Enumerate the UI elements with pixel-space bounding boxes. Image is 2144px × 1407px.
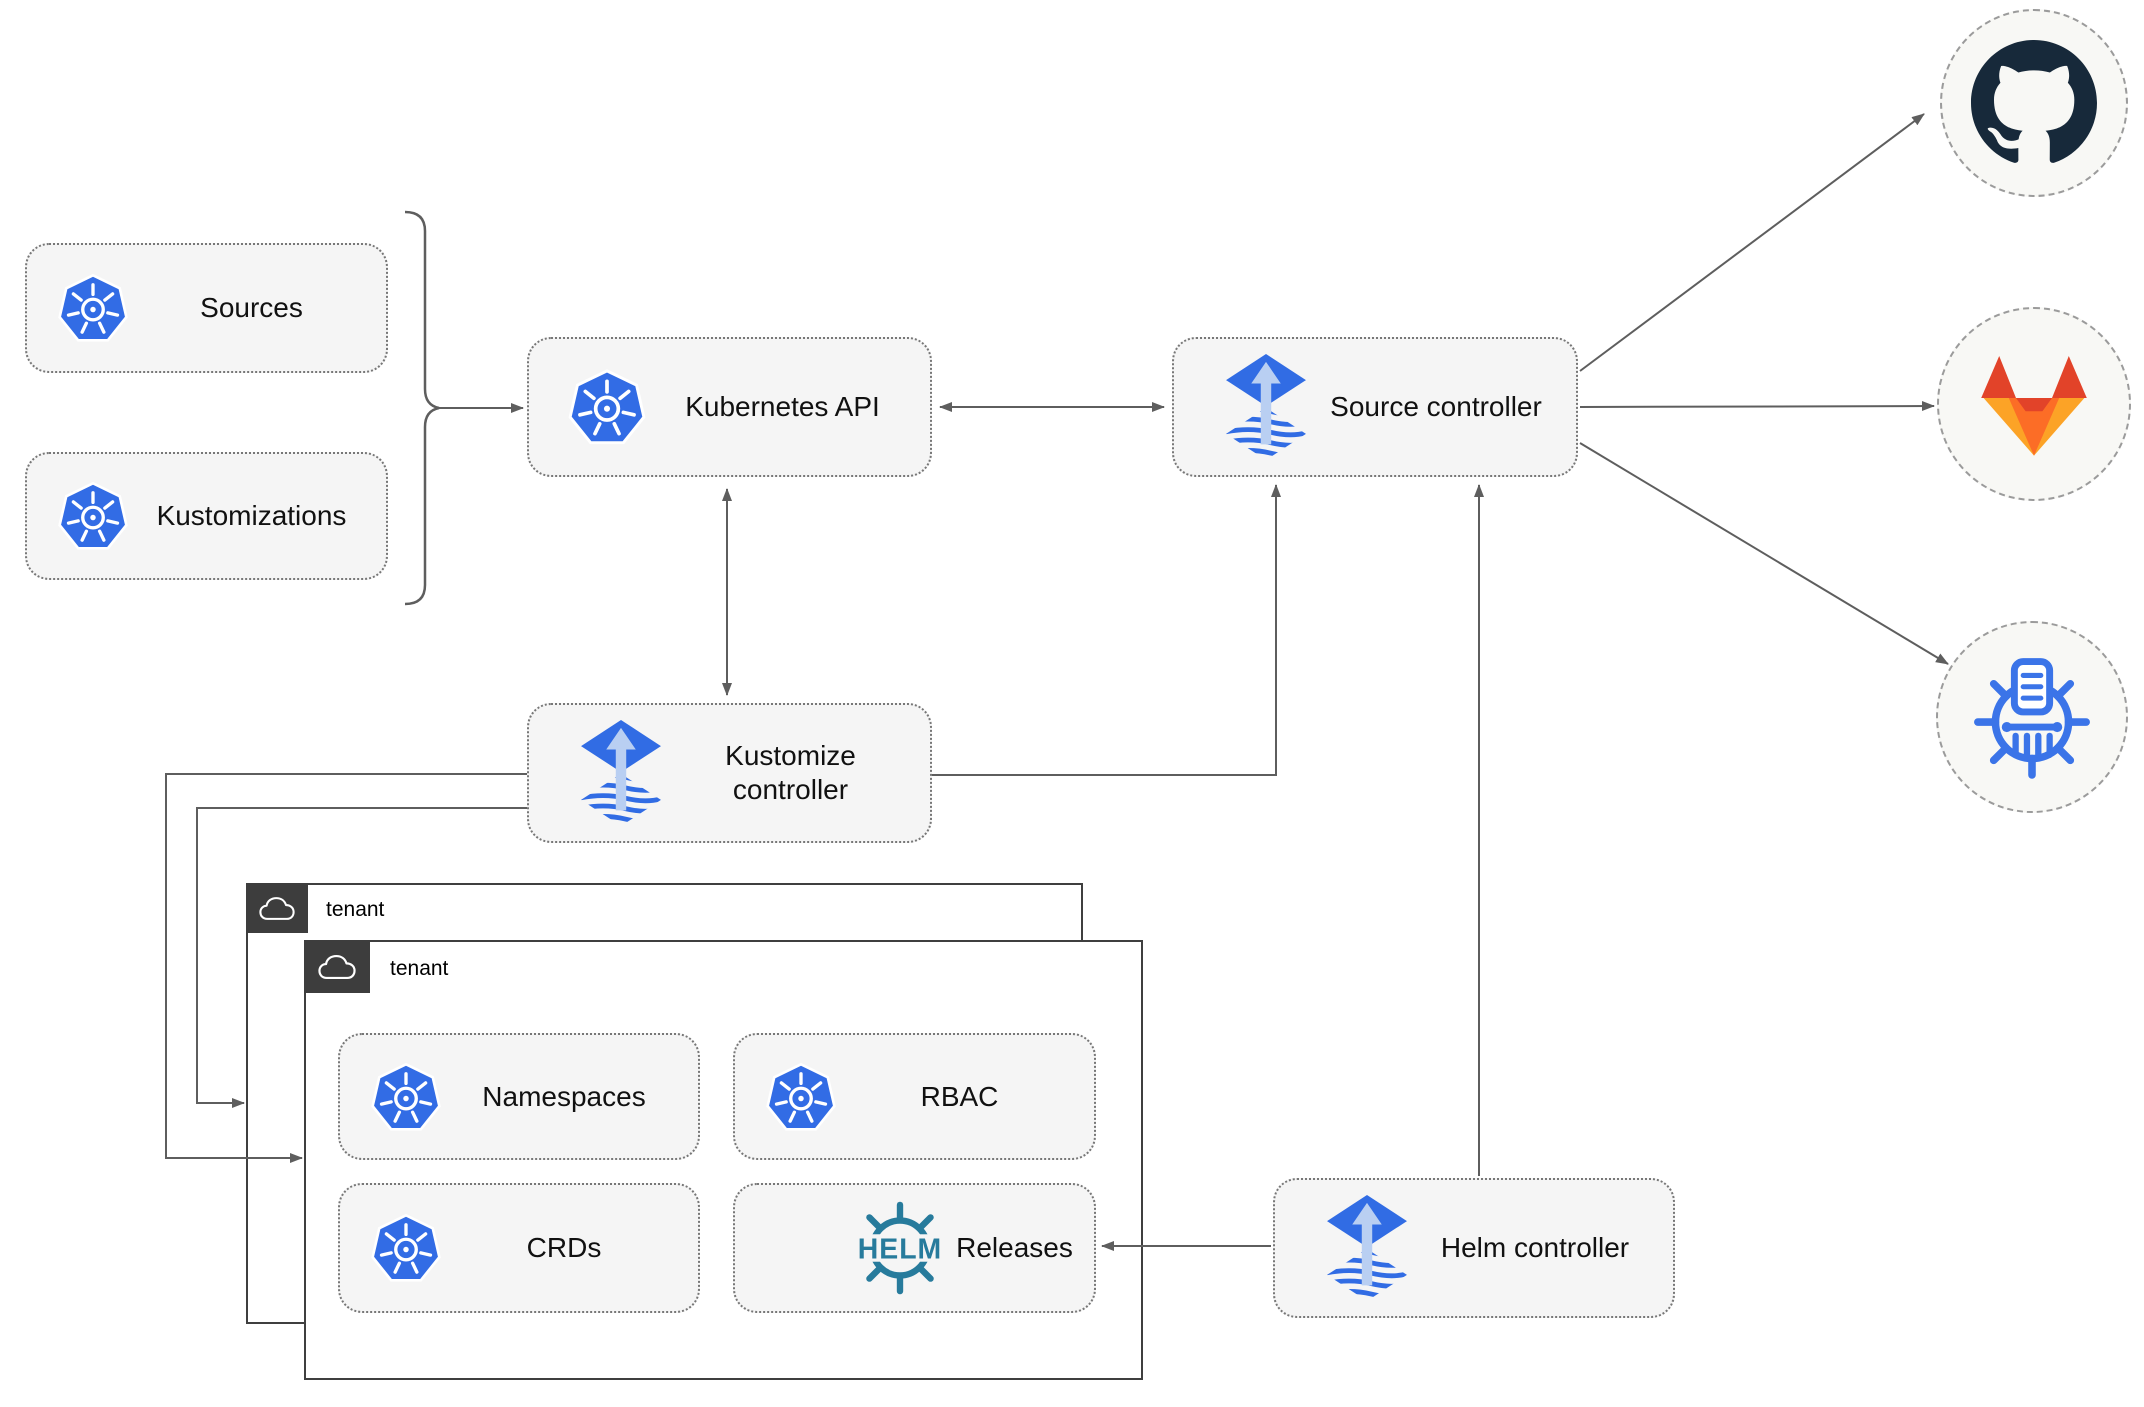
- edge-kustomize-to-tenant-outer: [196, 807, 529, 1108]
- node-crds: CRDs: [338, 1183, 700, 1313]
- node-source-controller: Source controller: [1172, 337, 1578, 477]
- edge-kustomize-to-tenant-inner: [165, 773, 529, 1163]
- edge-brace-sources-kustomizations: [404, 210, 440, 606]
- node-kustomize-controller: Kustomize controller: [527, 703, 932, 843]
- edge-source-controller-to-chartmuseum: [1579, 442, 1949, 665]
- kubernetes-icon: [763, 1059, 839, 1135]
- node-releases-label: Releases: [956, 1232, 1073, 1263]
- node-sources-label: Sources: [200, 292, 303, 323]
- edge-source-controller-to-github: [1579, 113, 1925, 372]
- node-releases: Releases: [733, 1183, 1096, 1313]
- node-kustomize-controller-label: Kustomize controller: [725, 740, 856, 805]
- node-kubernetes-api: Kubernetes API: [527, 337, 932, 477]
- kubernetes-icon: [55, 478, 131, 554]
- tenant-inner-label: tenant: [390, 957, 449, 980]
- tenant-outer-tab: [246, 883, 308, 933]
- flux-icon: [1323, 1195, 1411, 1301]
- node-source-controller-label: Source controller: [1330, 391, 1542, 422]
- gitlab-icon: [1981, 356, 2087, 456]
- kubernetes-icon: [368, 1210, 444, 1286]
- edge-source-controller-to-gitlab: [1579, 401, 1935, 412]
- node-helm-controller: Helm controller: [1273, 1178, 1675, 1318]
- kubernetes-icon: [565, 365, 649, 449]
- node-crds-label: CRDs: [526, 1232, 602, 1263]
- edge-kustomize-to-source-controller: [932, 484, 1281, 776]
- node-namespaces: Namespaces: [338, 1033, 700, 1160]
- chartmuseum-icon: [1969, 654, 2095, 780]
- node-rbac-label: RBAC: [920, 1080, 999, 1112]
- node-kustomizations: Kustomizations: [25, 452, 388, 580]
- endpoint-chartmuseum: [1936, 621, 2128, 813]
- tenant-outer-label: tenant: [326, 898, 385, 921]
- flux-icon: [577, 720, 665, 826]
- github-icon: [1971, 40, 2097, 163]
- node-sources: Sources: [25, 243, 388, 373]
- tenant-inner-tab: [304, 940, 370, 993]
- kubernetes-icon: [55, 270, 131, 346]
- node-rbac: RBAC: [733, 1033, 1096, 1160]
- endpoint-gitlab: [1937, 307, 2131, 501]
- kubernetes-icon: [368, 1059, 444, 1135]
- helm-icon: [851, 1199, 949, 1297]
- endpoint-github: [1940, 9, 2128, 197]
- flux-icon: [1222, 354, 1310, 460]
- node-namespaces-label: Namespaces: [482, 1080, 646, 1112]
- node-helm-controller-label: Helm controller: [1440, 1232, 1630, 1263]
- node-kustomizations-label: Kustomizations: [156, 500, 347, 531]
- node-kubernetes-api-label: Kubernetes API: [685, 391, 880, 422]
